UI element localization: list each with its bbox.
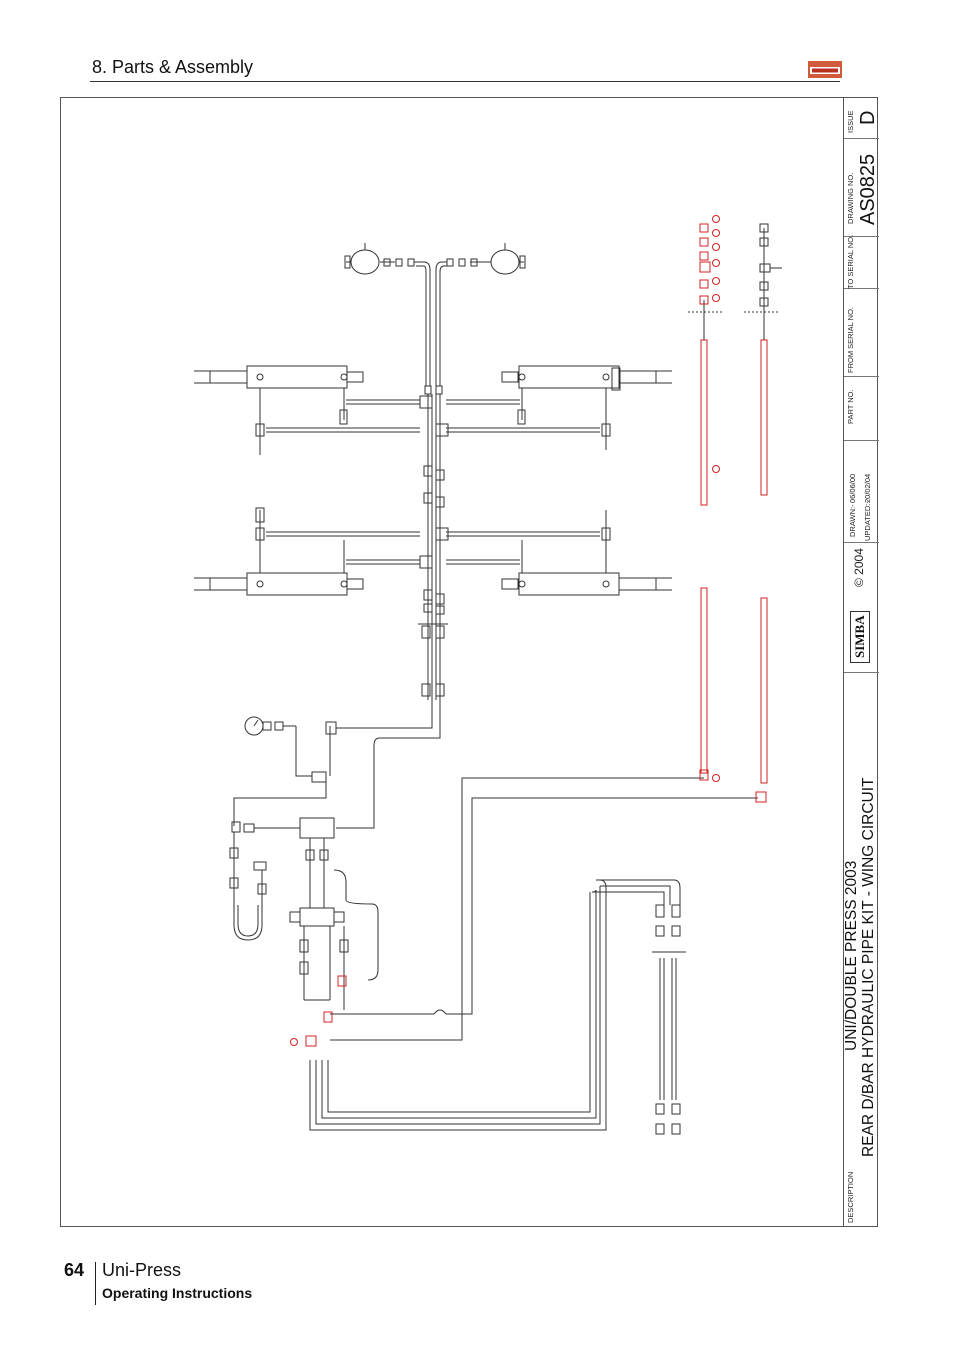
cylinder-upper-left-icon	[194, 365, 364, 389]
tb-cell-description: DESCRIPTION	[844, 1163, 879, 1227]
issue-label: ISSUE	[846, 110, 855, 133]
drawn-value: 06/06/00	[848, 473, 857, 503]
issue-value: D	[857, 110, 879, 125]
title-line-2: REAR D/BAR HYDRAULIC PIPE KIT - WING CIR…	[860, 777, 877, 1157]
copyright: © 2004	[852, 548, 866, 587]
tb-cell-issue: ISSUE D	[844, 97, 879, 139]
doc-title: Uni-Press	[102, 1260, 182, 1280]
title-block: ISSUE D DRAWING NO. AS0825 TO SERIAL NO.…	[843, 97, 879, 1227]
page-number: 64	[64, 1260, 85, 1280]
section-title: 8. Parts & Assembly	[92, 57, 254, 77]
from-serial-label: FROM SERIAL NO.	[846, 307, 855, 373]
cylinder-upper-right-icon	[501, 365, 672, 391]
drawing-no-label: DRAWING NO.	[846, 172, 855, 224]
updated-value: 20/02/04	[863, 473, 872, 503]
simba-logo-icon	[808, 61, 842, 78]
pressure-gauge-icon	[244, 716, 284, 736]
title-line-1: UNI/DOUBLE PRESS 2003	[843, 860, 860, 1051]
accumulator-right-icon	[470, 243, 526, 275]
tb-cell-brand: © 2004 SIMBA	[844, 543, 879, 673]
footer-divider	[95, 1262, 96, 1305]
to-serial-label: TO SERIAL NO.	[846, 234, 855, 289]
description-label: DESCRIPTION	[846, 1171, 855, 1223]
part-no-label: PART NO.	[846, 389, 855, 424]
accumulator-left-icon	[344, 243, 395, 275]
simba-mark-icon: SIMBA	[850, 611, 870, 663]
tb-cell-part-no: PART NO.	[844, 377, 879, 441]
doc-subtitle: Operating Instructions	[102, 1285, 253, 1301]
updated-label: UPDATED:-	[863, 501, 872, 541]
header-rule	[90, 81, 840, 82]
drawing-frame	[60, 97, 878, 1227]
tb-cell-dates: DRAWN:- 06/06/00 UPDATED:- 20/02/04	[844, 441, 879, 543]
cylinder-lower-right-icon	[501, 572, 672, 596]
drawing-no-value: AS0825	[857, 153, 879, 225]
tb-cell-from-serial: FROM SERIAL NO.	[844, 289, 879, 377]
tb-cell-title: UNI/DOUBLE PRESS 2003 REAR D/BAR HYDRAUL…	[843, 673, 879, 1163]
tb-cell-to-serial: TO SERIAL NO.	[844, 234, 879, 289]
tb-cell-drawing-no: DRAWING NO. AS0825	[844, 139, 879, 237]
simba-brand: SIMBA	[852, 615, 867, 658]
cylinder-lower-left-icon	[194, 572, 364, 596]
drawn-label: DRAWN:-	[848, 504, 857, 537]
